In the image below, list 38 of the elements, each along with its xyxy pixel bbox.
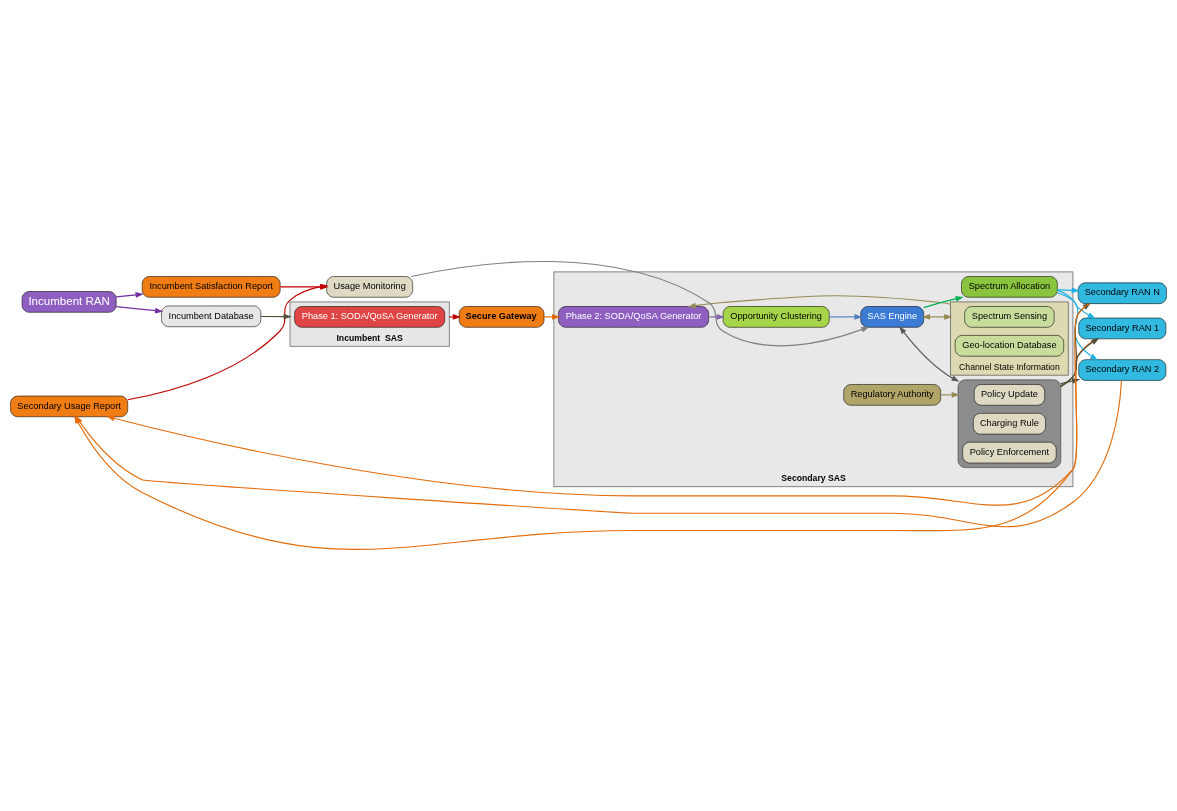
arrow bbox=[410, 260, 870, 347]
arrow bbox=[115, 306, 164, 314]
arrow bbox=[1056, 289, 1099, 361]
arrow bbox=[1056, 287, 1080, 294]
arrow bbox=[940, 392, 960, 398]
arrow bbox=[106, 338, 1097, 506]
node-box: Secondary Usage Report bbox=[10, 395, 129, 418]
node-box: Incumbent Satisfaction Report bbox=[141, 276, 281, 298]
node-box: Secondary RAN N bbox=[1077, 282, 1167, 304]
node-box: Usage Monitoring bbox=[326, 276, 413, 298]
node-box: Phase 1: SODA/QoSA Generator bbox=[294, 306, 446, 328]
arrow bbox=[828, 314, 863, 320]
arrow bbox=[543, 314, 561, 320]
node-box: SAS Engine bbox=[860, 306, 924, 328]
node-box: Secondary RAN 1 bbox=[1078, 317, 1167, 340]
node-box: Phase 2: SODA/QoSA Generator bbox=[558, 306, 709, 328]
node-box: Secondary RAN 2 bbox=[1078, 359, 1167, 381]
node-box: Secure Gateway bbox=[458, 306, 545, 328]
arrow bbox=[115, 292, 144, 298]
node-box: Policy Update bbox=[973, 384, 1045, 406]
arrow bbox=[922, 314, 953, 320]
node-box: Policy Enforcement bbox=[962, 441, 1057, 464]
cluster bbox=[957, 379, 1062, 468]
node-box: Spectrum Sensing bbox=[964, 306, 1055, 328]
node-box: Regulatory Authority bbox=[843, 384, 941, 406]
node-box: Opportunity Clustering bbox=[722, 306, 830, 328]
arrow bbox=[1056, 292, 1096, 319]
arrow bbox=[708, 314, 725, 320]
node-box: Charging Rule bbox=[973, 413, 1046, 435]
node-box: Spectrum Allocation bbox=[961, 276, 1058, 298]
arrow bbox=[899, 326, 960, 382]
arrow bbox=[687, 295, 952, 309]
arrow bbox=[448, 314, 461, 320]
node-box: Incumbent Database bbox=[161, 305, 262, 327]
arrow bbox=[923, 296, 964, 309]
arrow bbox=[260, 313, 292, 320]
node-box: Geo-location Database bbox=[954, 335, 1064, 357]
node-box: Incumbent RAN bbox=[21, 291, 117, 313]
